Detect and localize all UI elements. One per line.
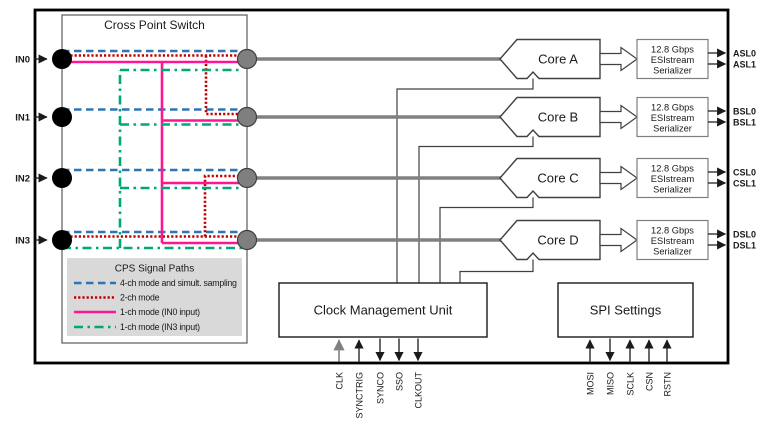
core-a-label: Core A	[538, 52, 578, 67]
port-label-synctrig: SYNCTRIG	[355, 372, 365, 419]
legend-label-1ch-in0: 1-ch mode (IN0 input)	[120, 307, 200, 317]
core-c-clock-line	[439, 197, 534, 283]
signal-path-2ch-mode	[62, 54, 240, 238]
legend-title: CPS Signal Paths	[115, 264, 195, 275]
signal-path-1ch-in0	[62, 60, 240, 245]
port-label-rstn: RSTN	[663, 372, 673, 397]
serializer-b-line2: ESIstream	[651, 113, 695, 123]
core-d-shape	[499, 219, 601, 261]
input-node-in3	[52, 230, 72, 250]
core-b-block-arrow	[599, 104, 639, 130]
serializer-b-box	[636, 96, 709, 138]
pin-label-in3: IN3	[15, 236, 30, 247]
clock-management-unit-title: Clock Management Unit	[314, 303, 453, 318]
core-row-a: Core A 12.8 Gbps ESIstream Serializer AS…	[499, 38, 756, 80]
serializer-d-line3: Serializer	[653, 247, 692, 257]
serializer-c-line1: 12.8 Gbps	[651, 164, 694, 174]
output-label-dsl0: DSL0	[733, 230, 756, 240]
port-label-miso: MISO	[606, 372, 616, 395]
core-b-label: Core B	[538, 110, 578, 125]
input-node-in1	[52, 107, 72, 127]
serializer-b-line3: Serializer	[653, 124, 692, 134]
output-label-bsl0: BSL0	[733, 107, 756, 117]
output-label-csl1: CSL1	[733, 179, 756, 189]
serializer-c-box	[636, 157, 709, 199]
output-node-d	[236, 229, 258, 251]
serializer-b-line1: 12.8 Gbps	[651, 103, 694, 113]
serializer-c-line2: ESIstream	[651, 174, 695, 184]
core-a-clock-line	[396, 78, 534, 283]
spi-settings-title: SPI Settings	[590, 303, 662, 318]
output-label-dsl1: DSL1	[733, 241, 756, 251]
serializer-d-box	[636, 219, 709, 261]
pin-label-in0: IN0	[15, 55, 30, 66]
output-node-a	[236, 48, 258, 70]
legend-label-4ch: 4-ch mode and simult. sampling	[120, 278, 237, 288]
serializer-c-line3: Serializer	[653, 185, 692, 195]
core-a-shape	[499, 38, 601, 80]
legend-label-1ch-in3: 1-ch mode (IN3 input)	[120, 322, 200, 332]
serializer-d-line1: 12.8 Gbps	[651, 226, 694, 236]
output-label-asl1: ASL1	[733, 60, 756, 70]
output-label-csl0: CSL0	[733, 168, 756, 178]
pin-label-in2: IN2	[15, 174, 30, 185]
output-node-b	[236, 106, 258, 128]
core-row-b: Core B 12.8 Gbps ESIstream Serializer BS…	[499, 96, 756, 138]
serializer-a-line2: ESIstream	[651, 55, 695, 65]
core-c-label: Core C	[537, 171, 578, 186]
core-d-block-arrow	[599, 227, 639, 253]
serializer-a-line3: Serializer	[653, 66, 692, 76]
cross-point-switch-title: Cross Point Switch	[104, 18, 205, 32]
output-node-c	[236, 167, 258, 189]
signal-path-1ch-in3	[62, 68, 242, 250]
clock-management-unit-box	[278, 282, 488, 338]
input-node-in0	[52, 49, 72, 69]
output-label-bsl1: BSL1	[733, 118, 756, 128]
core-b-clock-line	[418, 136, 534, 283]
legend-label-2ch: 2-ch mode	[120, 293, 160, 303]
serializer-a-box	[636, 38, 709, 80]
core-d-clock-line	[459, 259, 534, 283]
core-row-c: Core C 12.8 Gbps ESIstream Serializer CS…	[499, 157, 756, 199]
port-label-clkout: CLKOUT	[414, 372, 424, 409]
pin-label-in1: IN1	[15, 113, 31, 124]
port-label-synco: SYNCO	[376, 372, 386, 404]
core-c-block-arrow	[599, 165, 639, 191]
spi-settings-box	[557, 282, 694, 338]
signal-path-4ch-mode	[62, 49, 242, 234]
port-label-csn: CSN	[645, 372, 655, 391]
core-d-label: Core D	[537, 233, 578, 248]
serializer-a-line1: 12.8 Gbps	[651, 45, 694, 55]
input-node-in2	[52, 168, 72, 188]
core-row-d: Core D 12.8 Gbps ESIstream Serializer DS…	[499, 219, 756, 261]
port-label-sclk: SCLK	[626, 372, 636, 396]
output-label-asl0: ASL0	[733, 49, 756, 59]
port-label-sso: SSO	[395, 372, 405, 391]
serializer-d-line2: ESIstream	[651, 236, 695, 246]
port-label-clk: CLK	[335, 372, 345, 390]
core-c-shape	[499, 157, 601, 199]
core-a-block-arrow	[599, 46, 639, 72]
core-b-shape	[499, 96, 601, 138]
port-label-mosi: MOSI	[586, 372, 596, 395]
cps-legend: CPS Signal Paths 4-ch mode and simult. s…	[67, 258, 242, 336]
